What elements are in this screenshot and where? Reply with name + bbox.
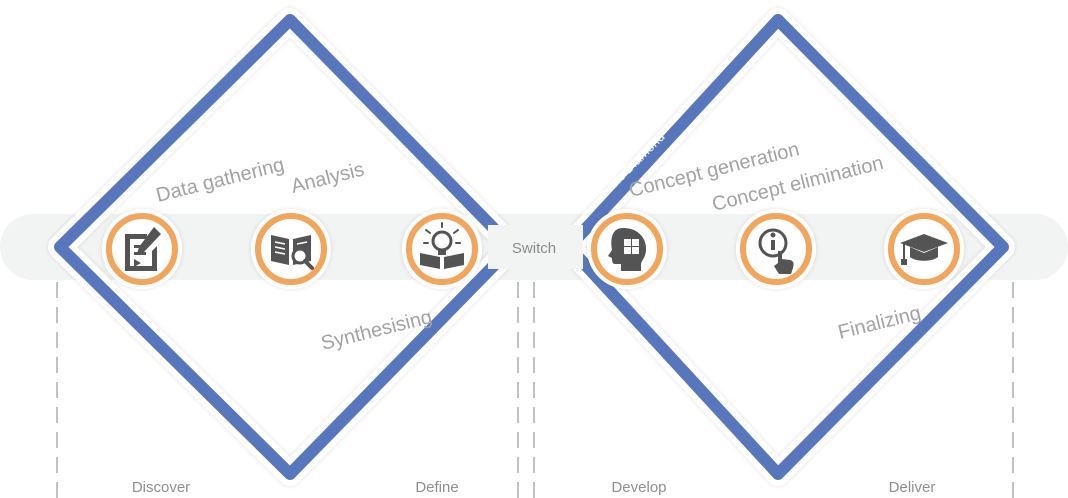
phase-label-deliver: Deliver bbox=[889, 479, 936, 496]
phase-label-develop: Develop bbox=[611, 479, 666, 496]
step-node-synthesising bbox=[402, 209, 482, 289]
document-pen-icon bbox=[125, 227, 161, 271]
head-puzzle-icon bbox=[608, 228, 647, 271]
graduation-cap-icon bbox=[900, 234, 948, 265]
step-node-concept-elimination bbox=[736, 209, 816, 289]
step-node-finalizing bbox=[884, 209, 964, 289]
phase-label-discover: Discover bbox=[132, 479, 190, 496]
step-node-concept-generation bbox=[587, 209, 667, 289]
step-label-data-gathering: Data gathering bbox=[154, 154, 287, 207]
phase-label-define: Define bbox=[415, 479, 458, 496]
band-center-overlay bbox=[488, 225, 583, 269]
left-diamond bbox=[48, 8, 524, 486]
step-node-data-gathering bbox=[102, 209, 182, 289]
step-label-analysis: Analysis bbox=[289, 158, 367, 197]
book-magnifier-icon bbox=[271, 235, 314, 270]
step-node-analysis bbox=[251, 209, 331, 289]
right-diamond bbox=[557, 8, 1015, 486]
switch-label: Switch bbox=[512, 240, 556, 257]
info-hand-icon bbox=[758, 228, 794, 274]
book-lightbulb-icon bbox=[420, 222, 464, 269]
phase-dividers bbox=[56, 282, 1014, 498]
